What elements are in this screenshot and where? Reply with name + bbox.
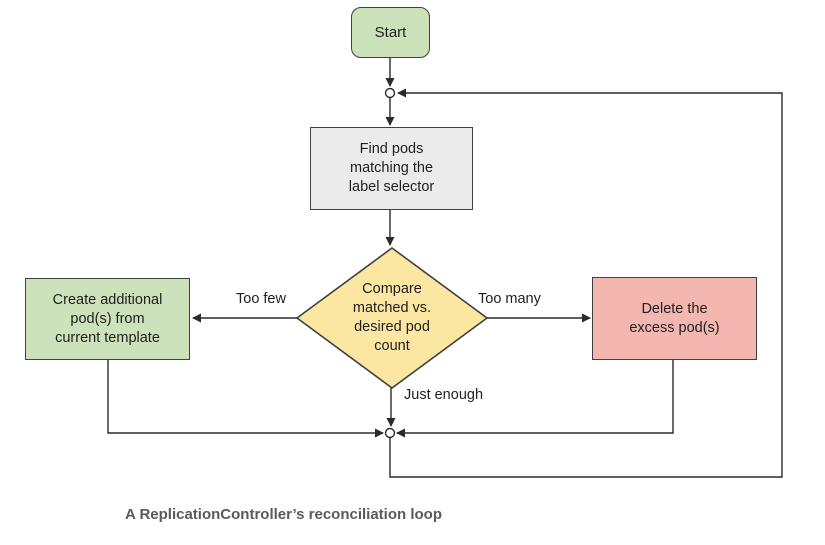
delete-pods-node: Delete the excess pod(s) <box>592 277 757 360</box>
compare-node-label: Compare matched vs. desired pod count <box>312 280 472 356</box>
edge-create-to-bottom-junction <box>107 360 384 438</box>
compare-text-line: count <box>374 338 410 354</box>
compare-diamond-shape <box>295 247 489 389</box>
edge-loop-back-to-top-junction <box>389 88 783 478</box>
just-enough-label: Just enough <box>404 387 484 403</box>
delete-pods-text-line: Delete the <box>641 300 708 317</box>
delete-pods-text-line: excess pod(s) <box>629 319 720 336</box>
figure-caption: A ReplicationController’s reconciliation… <box>125 506 442 523</box>
create-pods-text-line: current template <box>55 329 160 346</box>
find-pods-text-line: Find pods <box>359 141 424 157</box>
start-node: Start <box>351 7 430 58</box>
compare-text-line: Compare <box>362 281 422 297</box>
compare-text-line: desired pod <box>354 319 430 335</box>
find-pods-node: Find pods matching the label selector <box>310 127 473 210</box>
too-many-label: Too many <box>478 291 541 307</box>
too-few-label: Too few <box>236 291 286 307</box>
create-pods-text-line: Create additional <box>52 291 163 308</box>
compare-text-line: matched vs. <box>352 300 432 316</box>
find-pods-text-line: label selector <box>348 179 435 195</box>
create-pods-node: Create additional pod(s) from current te… <box>25 278 190 360</box>
bottom-junction-node <box>384 427 396 439</box>
find-pods-text-line: matching the <box>349 160 434 176</box>
top-junction-node <box>384 87 396 99</box>
edge-delete-to-bottom-junction <box>396 360 674 438</box>
create-pods-text-line: pod(s) from <box>70 310 145 327</box>
